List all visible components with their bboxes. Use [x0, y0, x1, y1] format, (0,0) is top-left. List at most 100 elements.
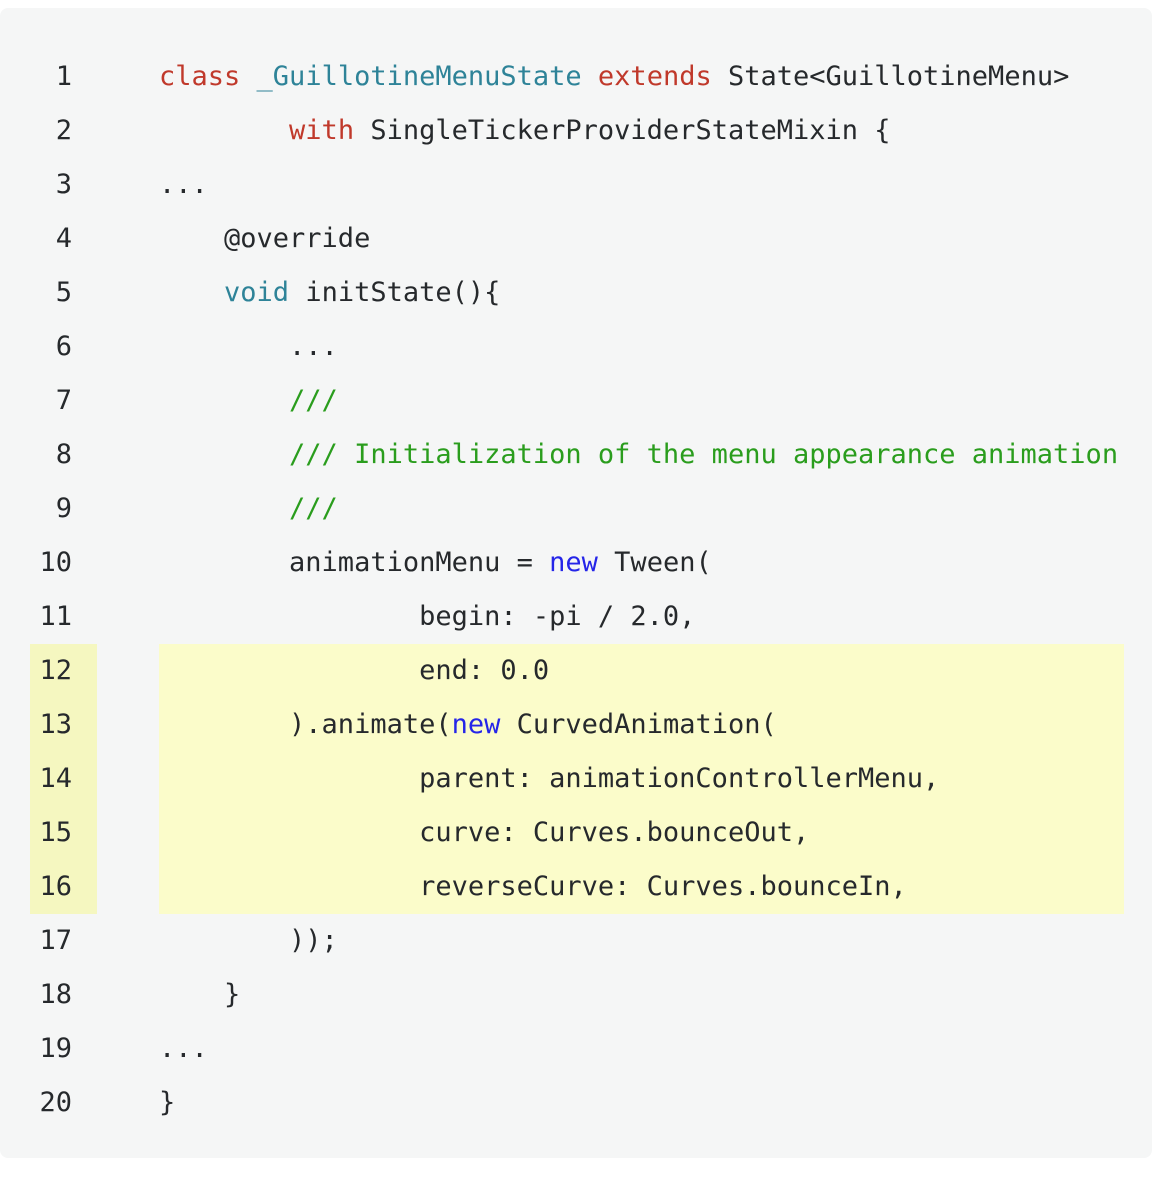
- line-number: 4: [55, 223, 72, 254]
- gutter-gap: [97, 752, 159, 806]
- gutter-gap: [97, 212, 159, 266]
- code-line: 12 end: 0.0: [0, 644, 1152, 698]
- line-number: 8: [55, 439, 72, 470]
- gutter-gap: [97, 914, 159, 968]
- code-token: SingleTickerProviderStateMixin {: [354, 115, 891, 146]
- code-token: State<GuillotineMenu>: [711, 61, 1070, 92]
- gutter-gap: [97, 1076, 159, 1130]
- code-token: ///: [289, 385, 338, 416]
- code-text: ///: [159, 374, 1124, 428]
- line-number: 13: [30, 698, 97, 752]
- code-token: initState(){: [289, 277, 501, 308]
- code-line: 19...: [0, 1022, 1152, 1076]
- code-token: [159, 493, 289, 524]
- code-token: ...: [159, 169, 208, 200]
- gutter-gap: [97, 104, 159, 158]
- code-line: 14 parent: animationControllerMenu,: [0, 752, 1152, 806]
- code-token: extends: [597, 61, 712, 92]
- code-token: parent: animationControllerMenu,: [159, 763, 940, 794]
- gutter-gap: [97, 968, 159, 1022]
- gutter-gap: [97, 158, 159, 212]
- code-line: 10 animationMenu = new Tween(: [0, 536, 1152, 590]
- code-token: begin: -pi / 2.0,: [159, 601, 696, 632]
- gutter-gap: [97, 320, 159, 374]
- line-number: 20: [39, 1087, 72, 1118]
- line-number: 5: [55, 277, 72, 308]
- code-line: 16 reverseCurve: Curves.bounceIn,: [0, 860, 1152, 914]
- code-line: 6 ...: [0, 320, 1152, 374]
- code-text: end: 0.0: [159, 644, 1124, 698]
- code-line: 15 curve: Curves.bounceOut,: [0, 806, 1152, 860]
- code-text: class _GuillotineMenuState extends State…: [159, 50, 1124, 104]
- code-token: with: [289, 115, 355, 146]
- code-line: 9 ///: [0, 482, 1152, 536]
- line-number: 6: [55, 331, 72, 362]
- line-number: 18: [39, 979, 72, 1010]
- code-text: curve: Curves.bounceOut,: [159, 806, 1124, 860]
- gutter-gap: [97, 698, 159, 752]
- code-text: ...: [159, 1022, 1124, 1076]
- code-lines: 1 class _GuillotineMenuState extends Stat…: [0, 50, 1152, 1130]
- code-token: ).animate(: [159, 709, 452, 740]
- code-text: }: [159, 968, 1124, 1022]
- code-text: reverseCurve: Curves.bounceIn,: [159, 860, 1124, 914]
- code-line: 20}: [0, 1076, 1152, 1130]
- code-text: @override: [159, 212, 1124, 266]
- code-token: [159, 385, 289, 416]
- code-line: 17 ));: [0, 914, 1152, 968]
- code-text: ...: [159, 320, 1124, 374]
- line-number: 9: [55, 493, 72, 524]
- code-token: }: [159, 979, 241, 1010]
- code-text: /// Initialization of the menu appearanc…: [159, 428, 1124, 482]
- gutter-gap: [97, 482, 159, 536]
- gutter-gap: [97, 1022, 159, 1076]
- code-token: ));: [159, 925, 338, 956]
- code-token: ...: [159, 331, 338, 362]
- code-token: [582, 61, 598, 92]
- code-token: }: [159, 1087, 176, 1118]
- gutter-gap: [97, 266, 159, 320]
- line-number: 16: [30, 860, 97, 914]
- line-number: 19: [39, 1033, 72, 1064]
- code-text: with SingleTickerProviderStateMixin {: [159, 104, 1124, 158]
- code-token: /// Initialization of the menu appearanc…: [289, 439, 1119, 470]
- code-line: 4 @override: [0, 212, 1152, 266]
- code-token: void: [224, 277, 290, 308]
- code-token: end: 0.0: [159, 655, 550, 686]
- code-line: 1 class _GuillotineMenuState extends Stat…: [0, 50, 1152, 104]
- code-token: @override: [159, 223, 371, 254]
- code-token: reverseCurve: Curves.bounceIn,: [159, 871, 907, 902]
- line-number: 14: [30, 752, 97, 806]
- code-token: [159, 115, 289, 146]
- line-number: 10: [39, 547, 72, 578]
- code-token: Tween(: [597, 547, 712, 578]
- code-token: new: [451, 709, 501, 740]
- code-token: _GuillotineMenuState: [256, 61, 582, 92]
- line-number: 2: [55, 115, 72, 146]
- code-token: CurvedAnimation(: [500, 709, 777, 740]
- gutter-gap: [97, 374, 159, 428]
- code-token: curve: Curves.bounceOut,: [159, 817, 810, 848]
- code-line: 13 ).animate(new CurvedAnimation(: [0, 698, 1152, 752]
- line-number: 7: [55, 385, 72, 416]
- line-number: 12: [30, 644, 97, 698]
- code-text: ));: [159, 914, 1124, 968]
- line-number: 1: [55, 61, 72, 92]
- code-token: [159, 439, 289, 470]
- code-token: animationMenu =: [159, 547, 550, 578]
- line-number: 11: [39, 601, 72, 632]
- gutter-gap: [97, 536, 159, 590]
- line-number: 15: [30, 806, 97, 860]
- line-number: 17: [39, 925, 72, 956]
- gutter-gap: [97, 50, 159, 104]
- code-line: 2 with SingleTickerProviderStateMixin {: [0, 104, 1152, 158]
- code-line: 3...: [0, 158, 1152, 212]
- code-text: }: [159, 1076, 1124, 1130]
- code-text: begin: -pi / 2.0,: [159, 590, 1124, 644]
- code-token: [240, 61, 256, 92]
- code-line: 8 /// Initialization of the menu appeara…: [0, 428, 1152, 482]
- code-text: ...: [159, 158, 1124, 212]
- line-number: 3: [55, 169, 72, 200]
- code-text: void initState(){: [159, 266, 1124, 320]
